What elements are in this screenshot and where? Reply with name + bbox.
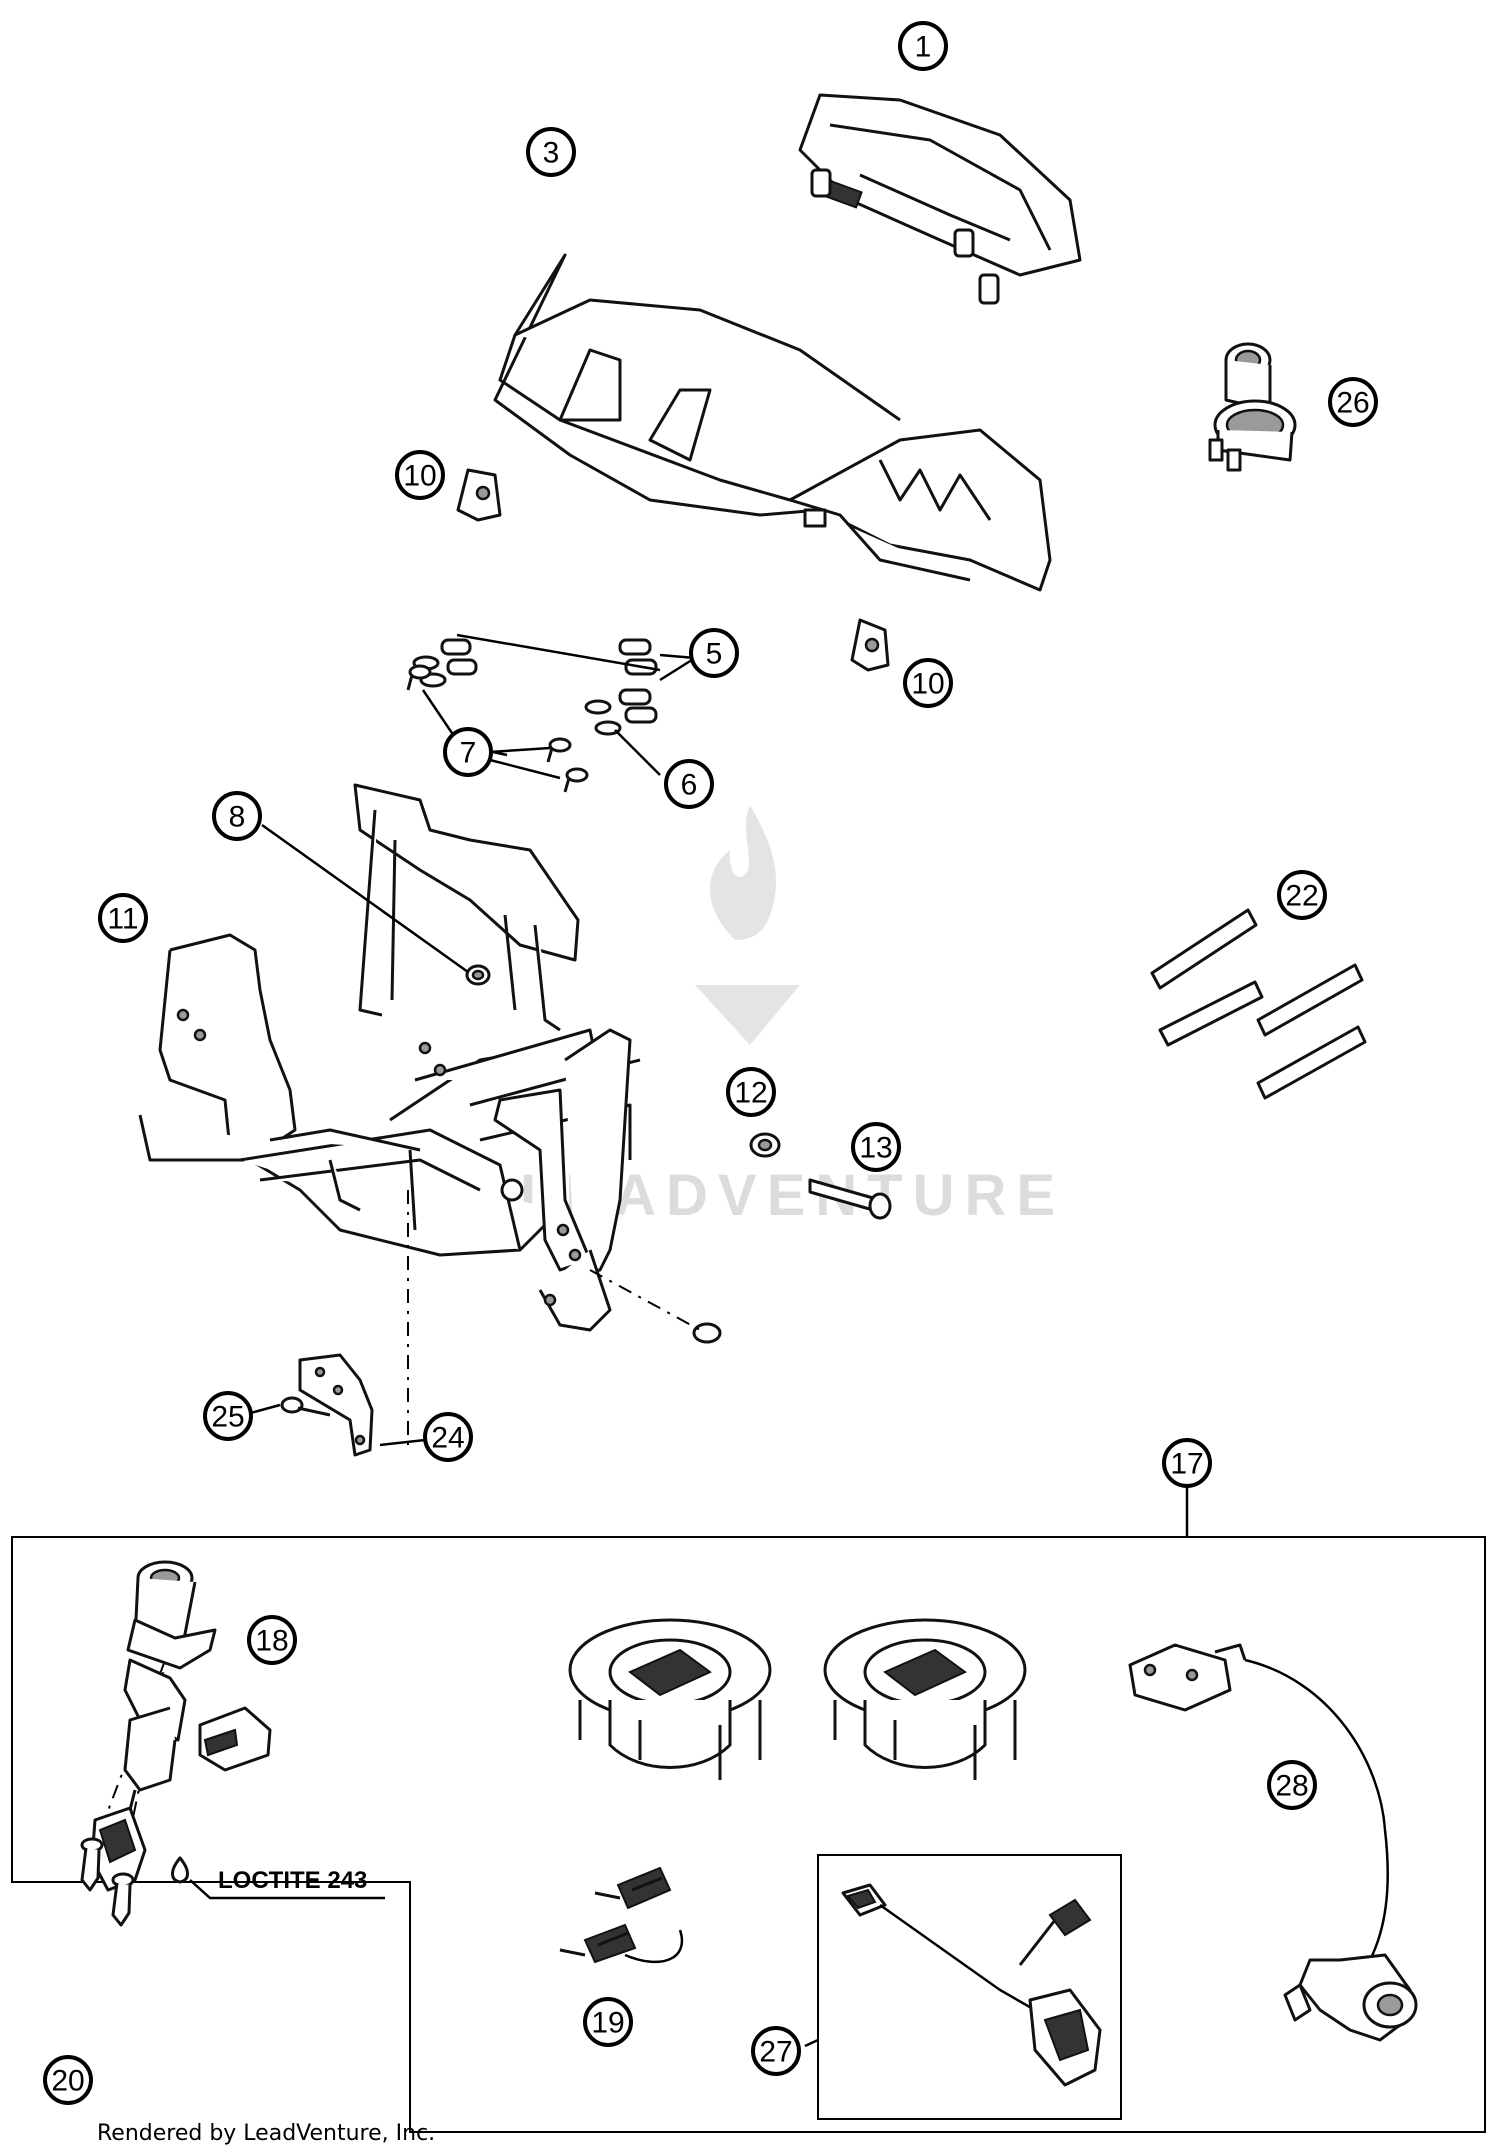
nut-part — [692, 1322, 722, 1344]
svg-text:1: 1 — [915, 31, 932, 64]
clip-nut-part — [456, 468, 502, 522]
callout-22: 22 — [1277, 870, 1327, 920]
svg-text:10: 10 — [403, 460, 436, 493]
security-screw-part — [80, 1837, 135, 1927]
cockpit-bracket-part — [138, 783, 641, 1332]
svg-text:20: 20 — [51, 2065, 84, 2098]
loctite-label: LOCTITE 243 — [218, 1867, 367, 1894]
key-part — [559, 1923, 637, 1964]
svg-text:7: 7 — [460, 737, 477, 770]
alignment-lines — [94, 1190, 701, 1881]
callout-12: 12 — [726, 1067, 776, 1117]
key-ring — [624, 1929, 684, 1964]
svg-text:27: 27 — [759, 2036, 792, 2069]
svg-text:28: 28 — [1275, 1770, 1308, 1803]
svg-text:12: 12 — [734, 1077, 767, 1110]
key-part — [594, 1866, 672, 1910]
callout-1: 1 — [898, 21, 948, 71]
callout-19: 19 — [583, 1997, 633, 2047]
screw-part — [406, 664, 589, 793]
svg-text:25: 25 — [211, 1401, 244, 1434]
callout-17: 17 — [1162, 1438, 1212, 1488]
callout-24: 24 — [423, 1412, 473, 1462]
svg-text:6: 6 — [681, 769, 698, 802]
svg-text:19: 19 — [591, 2007, 624, 2040]
ignition-lock-part — [90, 1560, 272, 1892]
rubber-sleeve-part — [1150, 908, 1367, 1100]
seat-lock-part — [1128, 1643, 1418, 2042]
callout-5: 5 — [689, 628, 739, 678]
callout-11: 11 — [98, 893, 148, 943]
callout-7: 7 — [443, 727, 493, 777]
callout-10: 10 — [395, 450, 445, 500]
bolt-part — [808, 1178, 892, 1220]
callout-10: 10 — [903, 658, 953, 708]
nut-part — [465, 964, 491, 986]
svg-text:13: 13 — [859, 1132, 892, 1165]
svg-text:18: 18 — [255, 1625, 288, 1658]
washer-part — [412, 655, 622, 736]
fuel-cap-part — [823, 1618, 1027, 1780]
callout-25: 25 — [203, 1391, 253, 1441]
cockpit-cover-part — [493, 253, 1052, 592]
clip-nut-part — [850, 618, 890, 672]
fuel-cap-part — [568, 1618, 772, 1780]
callout-20: 20 — [43, 2055, 93, 2105]
callout-27: 27 — [751, 2026, 801, 2076]
callout-13: 13 — [851, 1122, 901, 1172]
render-credit: Rendered by LeadVenture, Inc. — [97, 2121, 435, 2146]
power-socket-part — [1208, 342, 1297, 472]
flame-logo-icon — [695, 805, 800, 1045]
immobilizer-kit-frame — [804, 1854, 1122, 2120]
svg-text:3: 3 — [543, 137, 560, 170]
callout-26: 26 — [1328, 377, 1378, 427]
loctite-drop-icon — [171, 1856, 385, 1900]
svg-text:11: 11 — [107, 903, 138, 936]
instrument-cluster-part — [798, 93, 1082, 305]
mounting-bracket-part — [298, 1353, 374, 1457]
svg-text:8: 8 — [229, 801, 246, 834]
callout-28: 28 — [1267, 1760, 1317, 1810]
svg-text:5: 5 — [706, 638, 723, 671]
key-part — [1018, 1898, 1092, 1966]
callout-6: 6 — [664, 759, 714, 809]
svg-text:26: 26 — [1336, 387, 1369, 420]
callout-18: 18 — [247, 1615, 297, 1665]
svg-text:10: 10 — [911, 668, 944, 701]
lock-set-group-frame — [11, 1485, 1486, 2133]
callout-3: 3 — [526, 127, 576, 177]
svg-text:22: 22 — [1285, 880, 1318, 913]
callout-8: 8 — [212, 791, 262, 841]
grommet-part — [440, 638, 658, 724]
immobilizer-harness-part — [841, 1883, 1102, 2087]
nut-part — [749, 1132, 781, 1158]
svg-text:24: 24 — [431, 1422, 464, 1455]
svg-text:17: 17 — [1170, 1448, 1203, 1481]
bolt-part — [280, 1396, 331, 1417]
